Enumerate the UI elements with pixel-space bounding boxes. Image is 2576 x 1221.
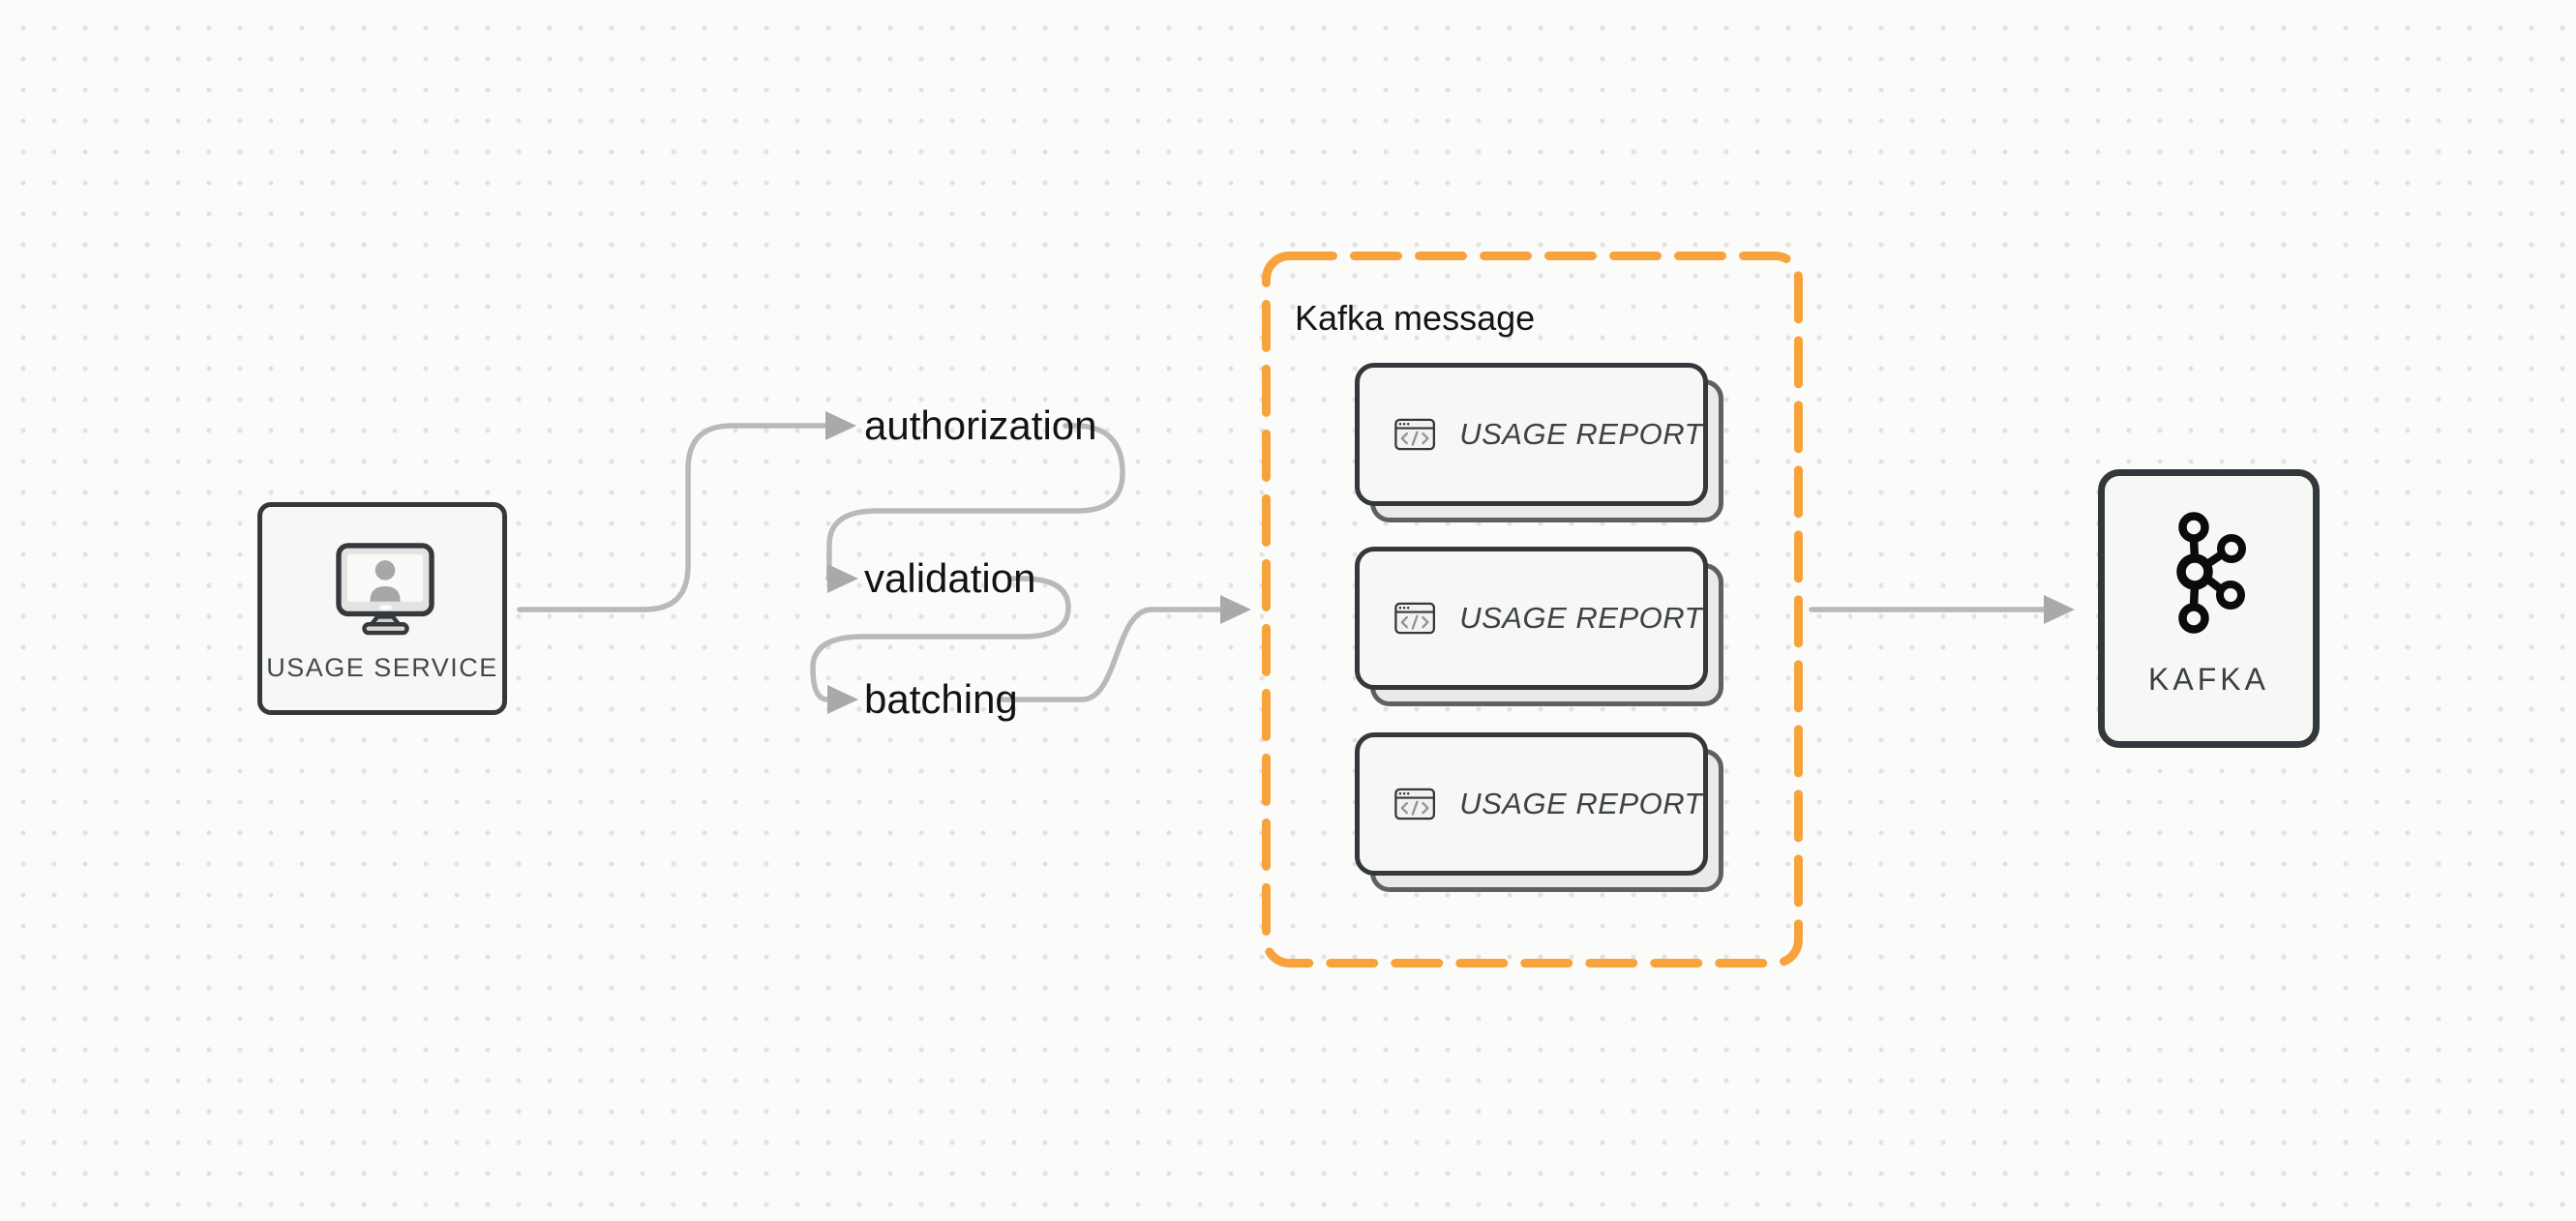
code-window-icon [1394,602,1436,635]
monitor-user-icon [336,543,434,636]
kafka-node: KAFKA [2098,469,2320,748]
flow-step-validation: validation [864,555,1036,601]
connector-validation-to-batching [810,576,1071,702]
code-window-icon [1394,418,1436,451]
kafka-label: KAFKA [2148,662,2269,697]
flow-step-authorization: authorization [864,402,1097,448]
arrowhead-batching-icon [827,685,858,714]
connector-batching-to-group [997,607,1223,702]
usage-report-label: USAGE REPORT [1459,787,1703,820]
arrowhead-group-icon [1220,595,1251,624]
connector-authorization-to-validation [825,423,1125,581]
usage-report-label: USAGE REPORT [1459,417,1703,451]
kafka-message-group-border [1262,252,1803,968]
usage-service-label: USAGE SERVICE [266,653,498,682]
usage-report-label: USAGE REPORT [1459,601,1703,635]
arrowhead-validation-icon [827,564,858,593]
arrowhead-authorization-icon [825,411,856,440]
arrowhead-kafka-icon [2044,595,2075,624]
kafka-logo-icon [2176,512,2246,634]
usage-report-card: USAGE REPORT [1355,363,1723,522]
code-window-icon [1394,788,1436,820]
kafka-message-group-title: Kafka message [1295,298,1536,338]
connector-usage-to-authorization [517,423,827,612]
usage-report-card: USAGE REPORT [1355,547,1723,706]
usage-service-node: USAGE SERVICE [257,502,507,715]
usage-report-card: USAGE REPORT [1355,732,1723,892]
flow-step-batching: batching [864,676,1018,722]
